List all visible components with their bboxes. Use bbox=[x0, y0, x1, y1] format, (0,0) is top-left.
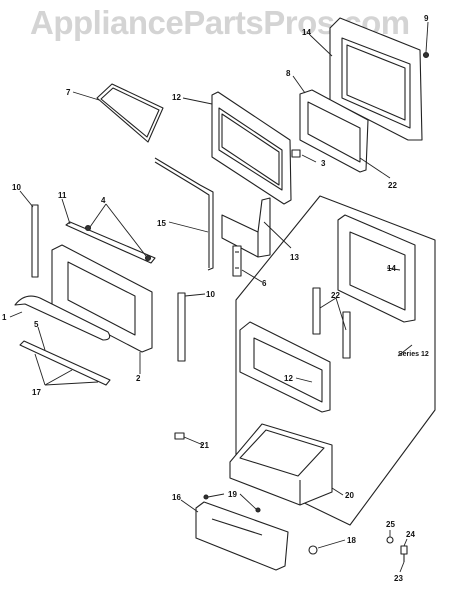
callout-8: 8 bbox=[286, 69, 291, 78]
part-top-screw bbox=[422, 51, 430, 59]
part-drawer-front bbox=[195, 501, 289, 571]
callout-20: 20 bbox=[345, 491, 354, 500]
part-clip bbox=[291, 149, 301, 158]
callout-13: 13 bbox=[290, 253, 299, 262]
callout-2: 2 bbox=[136, 374, 141, 383]
part-bottom-trim bbox=[19, 340, 111, 386]
callout-4: 4 bbox=[101, 196, 106, 205]
part-door-channel bbox=[221, 197, 271, 258]
callout-17: 17 bbox=[32, 388, 41, 397]
series-label: Series 12 bbox=[398, 351, 429, 358]
callout-11: 11 bbox=[58, 191, 67, 200]
callout-24: 24 bbox=[406, 530, 415, 539]
callout-7: 7 bbox=[66, 88, 71, 97]
callout-19: 19 bbox=[228, 490, 237, 499]
part-knob bbox=[308, 545, 318, 555]
part-gasket bbox=[154, 157, 214, 271]
callout-12-top: 12 bbox=[172, 93, 181, 102]
callout-6: 6 bbox=[262, 279, 267, 288]
callout-1: 1 bbox=[2, 313, 7, 322]
callout-14-series: 14 bbox=[387, 264, 396, 273]
part-hinge bbox=[232, 245, 242, 277]
part-side-trim-left bbox=[31, 204, 39, 278]
callout-21: 21 bbox=[200, 441, 209, 450]
part-door-frame-top bbox=[329, 17, 423, 141]
part-glass-panel bbox=[96, 83, 164, 143]
callout-15: 15 bbox=[157, 219, 166, 228]
callout-3: 3 bbox=[321, 159, 326, 168]
part-bumper-hardware bbox=[386, 536, 408, 562]
callout-10-left: 10 bbox=[12, 183, 21, 192]
callout-9: 9 bbox=[424, 14, 429, 23]
part-handle bbox=[14, 295, 111, 341]
callout-25: 25 bbox=[386, 520, 395, 529]
callout-18: 18 bbox=[347, 536, 356, 545]
part-control-trim bbox=[65, 221, 156, 264]
part-door-frame-series bbox=[337, 214, 416, 323]
part-side-trim-right bbox=[177, 292, 186, 362]
callout-22-series: 22 bbox=[331, 291, 340, 300]
part-window-frame bbox=[299, 89, 369, 173]
part-inner-door-panel bbox=[211, 91, 292, 205]
part-glide bbox=[174, 432, 185, 440]
callout-14-top: 14 bbox=[302, 28, 311, 37]
callout-16: 16 bbox=[172, 493, 181, 502]
leader-lines bbox=[9, 21, 429, 573]
callout-5: 5 bbox=[34, 320, 39, 329]
part-series-trims bbox=[312, 287, 351, 359]
part-window-series bbox=[239, 321, 331, 413]
callout-10-right: 10 bbox=[206, 290, 215, 299]
part-screws bbox=[84, 224, 152, 262]
callout-22-top: 22 bbox=[388, 181, 397, 190]
callout-23: 23 bbox=[394, 574, 403, 583]
part-drawer-tub bbox=[229, 423, 333, 506]
callout-12-series: 12 bbox=[284, 374, 293, 383]
